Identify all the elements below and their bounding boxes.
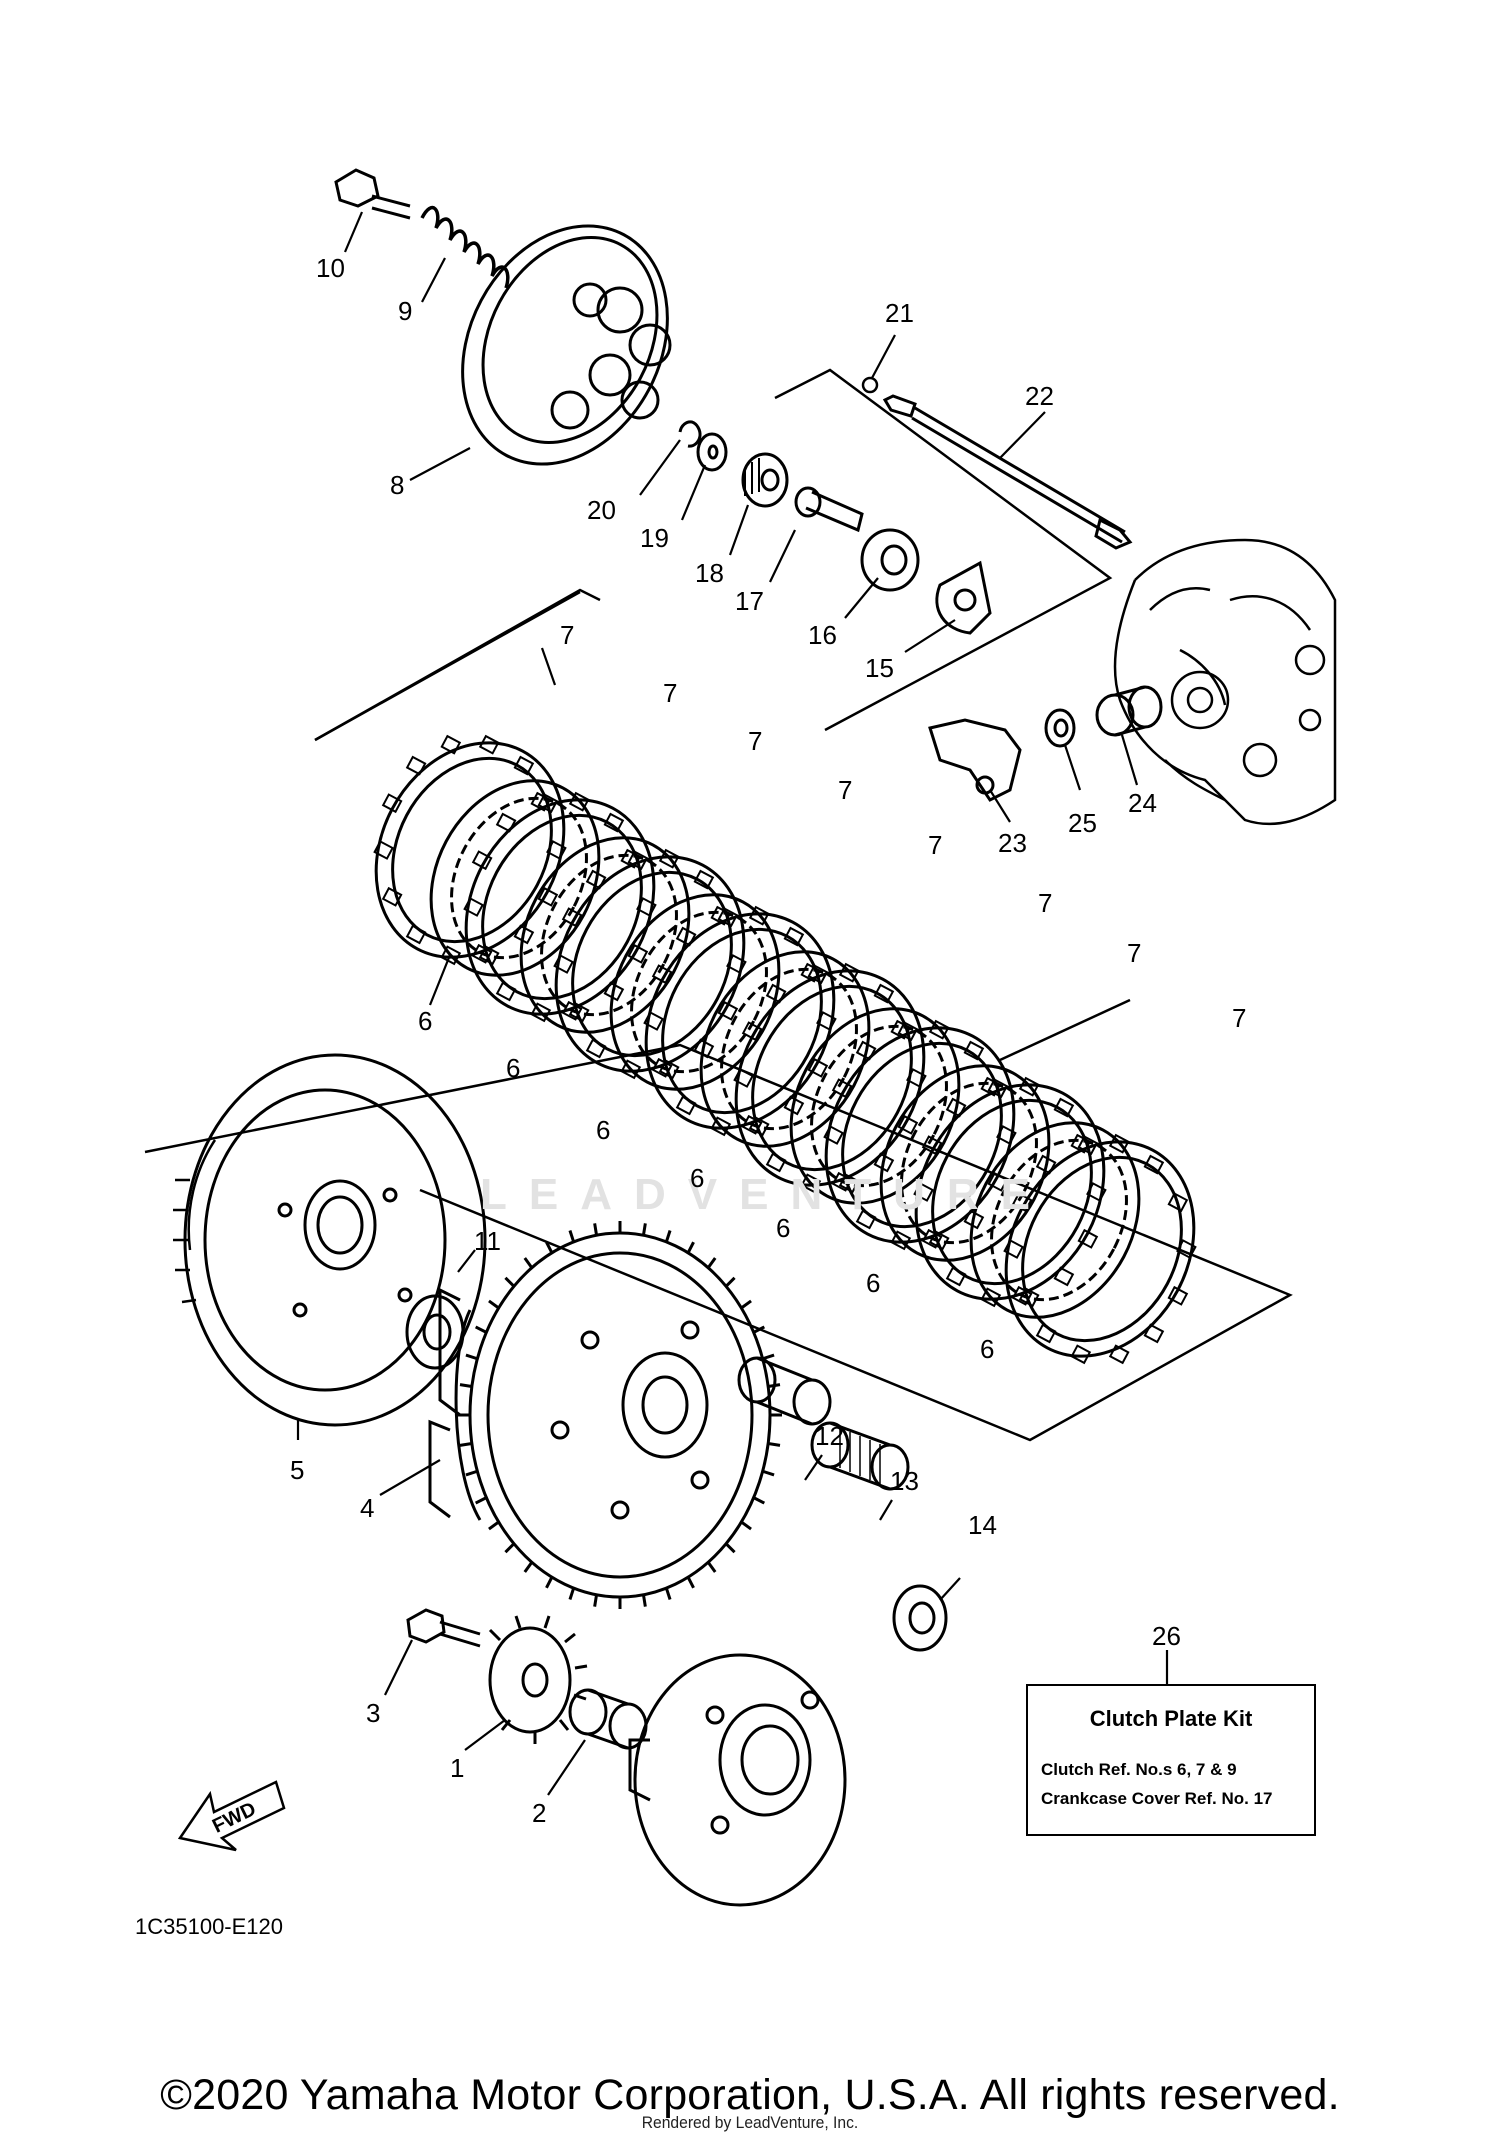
callout-20[interactable]: 20 — [587, 495, 616, 525]
callout-11[interactable]: 11 — [474, 1226, 501, 1256]
gear-1 — [488, 1615, 588, 1744]
callout-26[interactable]: 26 — [1152, 1621, 1181, 1651]
callout-6[interactable]: 6 — [980, 1334, 995, 1364]
push-rod-22 — [882, 394, 1133, 550]
lever-23 — [928, 718, 1022, 802]
callout-23[interactable]: 23 — [998, 828, 1027, 858]
steel-plate-6 — [609, 893, 781, 1091]
fwd-arrow-icon: FWD — [177, 1780, 286, 1852]
callout-7[interactable]: 7 — [1232, 1003, 1247, 1033]
callout-18[interactable]: 18 — [695, 558, 724, 588]
callout-7[interactable]: 7 — [928, 830, 943, 860]
push-rod-17 — [794, 486, 864, 533]
primary-drive-assembly — [628, 1653, 847, 1907]
callout-10[interactable]: 10 — [316, 253, 345, 283]
washer-19 — [696, 432, 728, 472]
washer-25 — [1044, 708, 1076, 748]
copyright-notice: ©2020 Yamaha Motor Corporation, U.S.A. A… — [160, 2071, 1340, 2119]
friction-plate-7 — [1003, 1133, 1197, 1365]
rendered-by-notice: Rendered by LeadVenture, Inc. — [641, 2113, 859, 2132]
steel-plate-6 — [969, 1121, 1141, 1319]
callout-3[interactable]: 3 — [366, 1698, 381, 1728]
friction-plate-7 — [733, 962, 927, 1194]
crankcase-fragment — [1113, 538, 1337, 826]
callout-9[interactable]: 9 — [398, 296, 413, 326]
kit-line-crankcase: Crankcase Cover Ref. No. 17 — [1041, 1789, 1273, 1808]
leader-lines — [296, 211, 1169, 1796]
callout-19[interactable]: 19 — [640, 523, 669, 553]
kit-line-clutch: Clutch Ref. No.s 6, 7 & 9 — [1041, 1760, 1237, 1779]
callout-16[interactable]: 16 — [808, 620, 837, 650]
figure-code: 1C35100-E120 — [135, 1914, 284, 1939]
callout-6[interactable]: 6 — [506, 1053, 521, 1083]
steel-plate-6 — [519, 836, 691, 1034]
ball-21 — [861, 376, 879, 394]
callout-14[interactable]: 14 — [968, 1510, 997, 1540]
callout-7[interactable]: 7 — [560, 620, 575, 650]
callout-2[interactable]: 2 — [532, 1798, 547, 1828]
clutch-plates — [373, 734, 1197, 1365]
callout-15[interactable]: 15 — [865, 653, 894, 683]
nut-16 — [860, 528, 920, 592]
steel-plate-6 — [429, 779, 601, 977]
bolt-10 — [334, 168, 411, 220]
washer-11 — [405, 1294, 465, 1370]
friction-plate-7 — [463, 791, 657, 1023]
callout-25[interactable]: 25 — [1068, 808, 1097, 838]
clutch-boss-5 — [173, 1053, 487, 1427]
bolt-3 — [406, 1608, 481, 1648]
callout-7[interactable]: 7 — [838, 775, 853, 805]
callout-13[interactable]: 13 — [890, 1466, 919, 1496]
clutch-plate-kit-box: Clutch Plate Kit Clutch Ref. No.s 6, 7 &… — [1026, 1684, 1316, 1836]
callout-22[interactable]: 22 — [1025, 381, 1054, 411]
friction-plate-7 — [913, 1076, 1107, 1308]
friction-plate-7 — [553, 848, 747, 1080]
callout-5[interactable]: 5 — [290, 1455, 305, 1485]
steel-plate-6 — [699, 950, 871, 1148]
callout-7[interactable]: 7 — [663, 678, 678, 708]
friction-plate-7 — [823, 1019, 1017, 1251]
callout-6[interactable]: 6 — [776, 1213, 791, 1243]
friction-plate-7 — [643, 905, 837, 1137]
kit-title: Clutch Plate Kit — [1089, 1706, 1253, 1731]
callout-4[interactable]: 4 — [360, 1493, 375, 1523]
spring-9 — [420, 205, 510, 289]
callout-8[interactable]: 8 — [390, 470, 405, 500]
washer-14 — [892, 1584, 948, 1652]
bush-24 — [1095, 685, 1163, 737]
watermark: LEADVENTURE — [480, 1170, 1053, 1219]
callout-6[interactable]: 6 — [596, 1115, 611, 1145]
callout-1[interactable]: 1 — [450, 1753, 465, 1783]
callout-7[interactable]: 7 — [1038, 888, 1053, 918]
hub-group-outline — [144, 1043, 1293, 1442]
callout-12[interactable]: 12 — [815, 1421, 844, 1451]
callout-24[interactable]: 24 — [1128, 788, 1157, 818]
callout-6[interactable]: 6 — [866, 1268, 881, 1298]
plates-group-outline — [314, 590, 581, 742]
callout-17[interactable]: 17 — [735, 586, 764, 616]
plate-15 — [935, 560, 992, 635]
callout-21[interactable]: 21 — [885, 298, 914, 328]
callout-7[interactable]: 7 — [1127, 938, 1142, 968]
clutch-housing-4 — [428, 1221, 782, 1609]
callout-7[interactable]: 7 — [748, 726, 763, 756]
pressure-plate-8 — [461, 224, 672, 466]
callout-6[interactable]: 6 — [690, 1163, 705, 1193]
bearing-18 — [741, 452, 789, 508]
needle-bearing-13 — [810, 1421, 910, 1491]
circlip-20 — [678, 420, 702, 448]
bush-12 — [737, 1356, 832, 1426]
cam-group-outline — [774, 368, 1113, 732]
callout-6[interactable]: 6 — [418, 1006, 433, 1036]
